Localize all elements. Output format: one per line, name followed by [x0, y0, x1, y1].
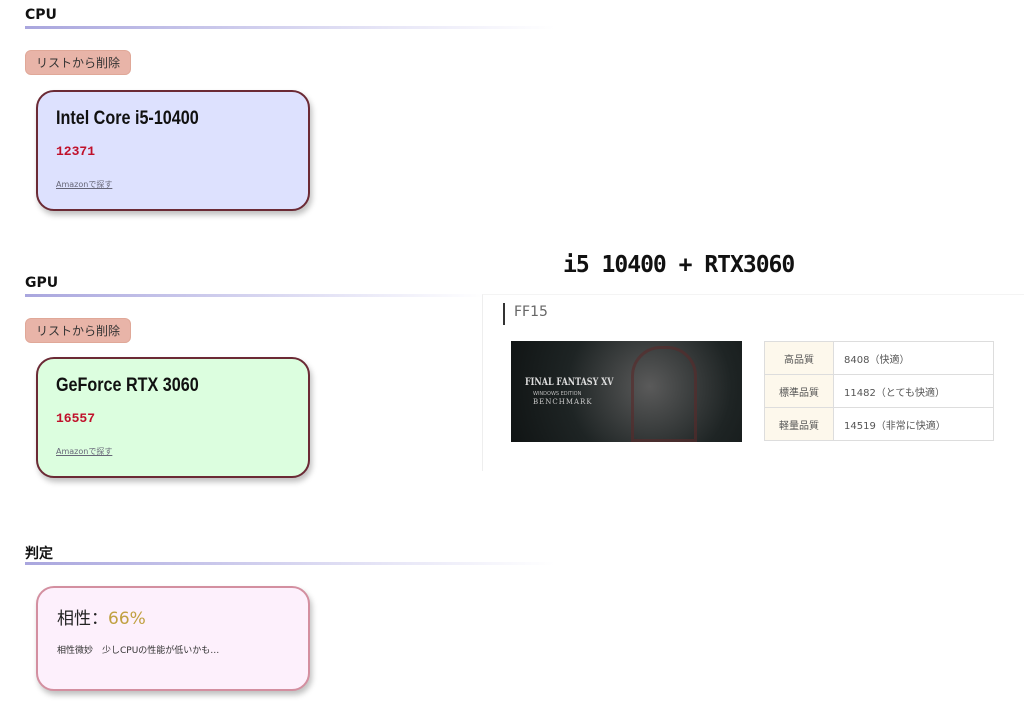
benchmark-panel: FF15 FINAL FANTASY XV WINDOWS EDITION BE…	[482, 294, 1024, 471]
gpu-name: GeForce RTX 3060	[56, 375, 199, 396]
gpu-card: GeForce RTX 3060 16557 Amazonで探す	[36, 357, 310, 478]
cpu-heading: CPU	[25, 7, 57, 23]
compatibility-label: 相性：	[57, 609, 108, 629]
compatibility: 相性：66%	[57, 604, 146, 629]
cpu-amazon-link[interactable]: Amazonで探す	[56, 180, 113, 189]
divider	[25, 562, 555, 565]
cpu-remove-button[interactable]: リストから削除	[25, 50, 131, 75]
judge-comment: 相性微妙 少しCPUの性能が低いかも…	[57, 646, 220, 656]
divider	[25, 26, 555, 29]
cpu-card: Intel Core i5-10400 12371 Amazonで探す	[36, 90, 310, 211]
cpu-name: Intel Core i5-10400	[56, 108, 199, 129]
game-name: FF15	[514, 304, 548, 320]
judge-card: 相性：66% 相性微妙 少しCPUの性能が低いかも…	[36, 586, 310, 691]
benchmark-title: i5 10400 + RTX3060	[563, 252, 795, 278]
ff15-benchmark-image: FINAL FANTASY XV WINDOWS EDITION BENCHMA…	[511, 341, 742, 442]
gpu-amazon-link[interactable]: Amazonで探す	[56, 447, 113, 456]
judge-heading: 判定	[25, 546, 53, 562]
gpu-score: 16557	[56, 411, 96, 426]
heading-bar	[503, 303, 505, 325]
compatibility-percent: 66%	[108, 609, 146, 629]
gpu-heading: GPU	[25, 275, 59, 291]
gpu-remove-button[interactable]: リストから削除	[25, 318, 131, 343]
divider	[25, 294, 485, 297]
cpu-score: 12371	[56, 144, 96, 159]
